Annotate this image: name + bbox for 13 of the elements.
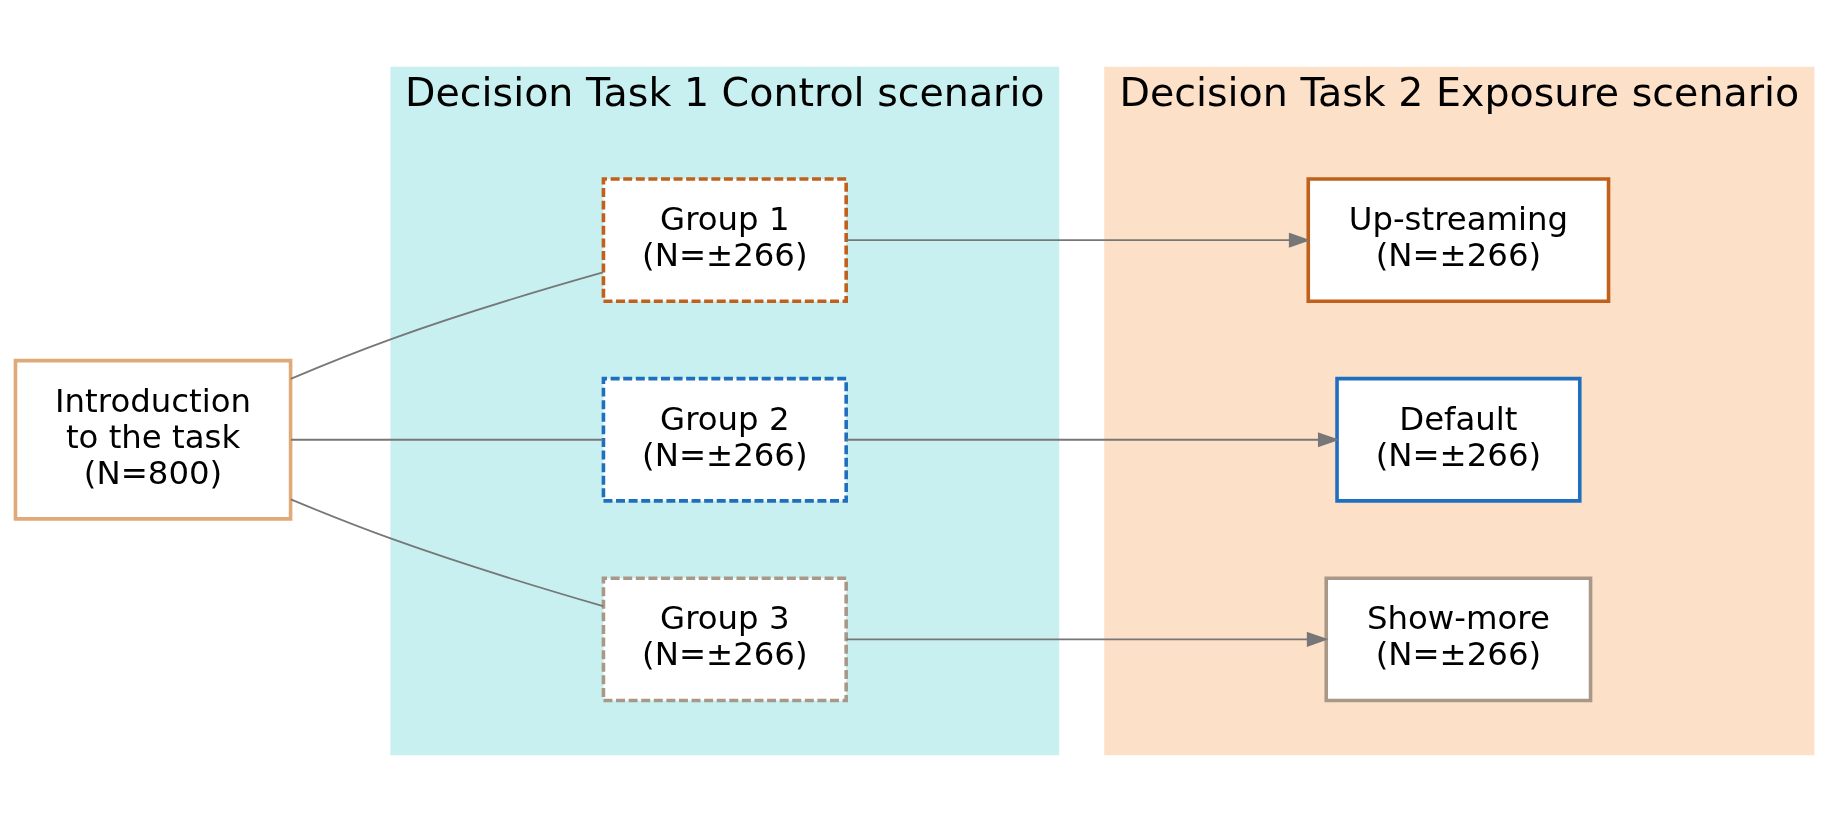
node-box: Group 1 (N=±266) (601, 177, 848, 304)
node-box: Up-streaming (N=±266) (1306, 177, 1611, 304)
node-box: Show-more (N=±266) (1324, 576, 1593, 703)
arrow (845, 432, 1340, 448)
arrow (845, 232, 1311, 248)
connector (290, 438, 604, 441)
arrow (845, 631, 1329, 647)
node-box: Default (N=±266) (1335, 376, 1582, 503)
connector (289, 271, 604, 380)
connector (289, 498, 604, 607)
node-box: Introduction to the task (N=800) (13, 358, 293, 521)
node-box: Group 3 (N=±266) (601, 576, 848, 703)
node-box: Group 2 (N=±266) (601, 376, 848, 503)
